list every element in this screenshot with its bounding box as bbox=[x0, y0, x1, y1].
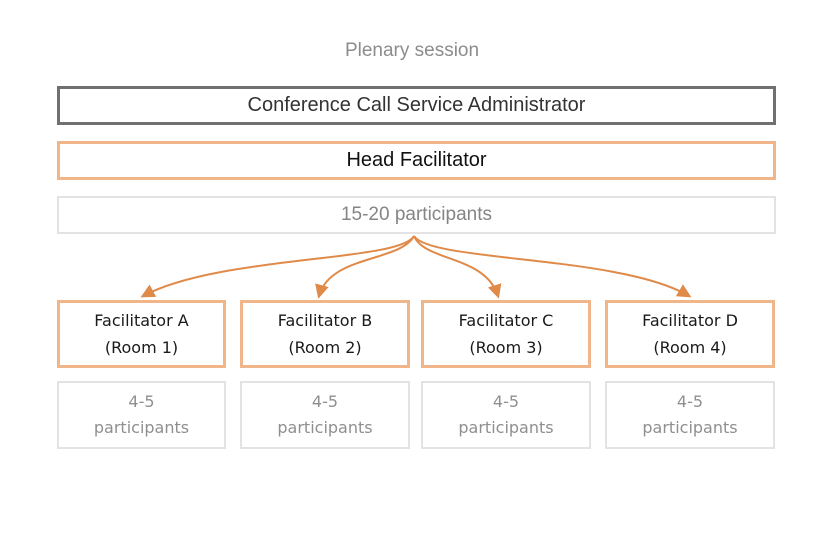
admin-label: Conference Call Service Administrator bbox=[247, 94, 586, 116]
facilitator-box-b: Facilitator B (Room 2) bbox=[240, 300, 410, 368]
arrow-to-facilitator-a bbox=[140, 235, 415, 298]
group-count: 4-5 bbox=[676, 392, 704, 411]
group-label: participants bbox=[277, 418, 373, 437]
group-label: participants bbox=[642, 418, 738, 437]
plenary-participants-label: 15-20 participants bbox=[340, 204, 493, 225]
facilitator-name: Facilitator D bbox=[642, 311, 738, 330]
admin-box: Conference Call Service Administrator bbox=[57, 86, 776, 125]
group-count: 4-5 bbox=[128, 392, 155, 411]
facilitator-box-a: Facilitator A (Room 1) bbox=[57, 300, 226, 368]
facilitator-box-c: Facilitator C (Room 3) bbox=[421, 300, 591, 368]
group-label: participants bbox=[93, 418, 190, 437]
group-label: participants bbox=[458, 418, 554, 437]
group-box-d: 4-5 participants bbox=[605, 381, 775, 449]
group-count: 4-5 bbox=[311, 392, 339, 411]
group-count: 4-5 bbox=[492, 392, 520, 411]
facilitator-box-d: Facilitator D (Room 4) bbox=[605, 300, 775, 368]
head-facilitator-box: Head Facilitator bbox=[57, 141, 776, 180]
arrow-to-facilitator-d bbox=[413, 235, 692, 298]
group-box-a: 4-5 participants bbox=[57, 381, 226, 449]
arrow-to-facilitator-b bbox=[315, 235, 415, 299]
facilitator-room: (Room 4) bbox=[653, 338, 727, 357]
head-facilitator-label: Head Facilitator bbox=[346, 149, 487, 171]
diagram-title: Plenary session bbox=[344, 40, 480, 61]
facilitator-room: (Room 1) bbox=[104, 338, 179, 357]
plenary-participants-box: 15-20 participants bbox=[57, 196, 776, 234]
facilitator-name: Facilitator C bbox=[458, 311, 554, 330]
facilitator-name: Facilitator B bbox=[277, 311, 373, 330]
group-box-b: 4-5 participants bbox=[240, 381, 410, 449]
facilitator-room: (Room 2) bbox=[288, 338, 362, 357]
facilitator-name: Facilitator A bbox=[94, 311, 189, 330]
facilitator-room: (Room 3) bbox=[469, 338, 543, 357]
arrow-to-facilitator-c bbox=[413, 235, 502, 299]
group-box-c: 4-5 participants bbox=[421, 381, 591, 449]
